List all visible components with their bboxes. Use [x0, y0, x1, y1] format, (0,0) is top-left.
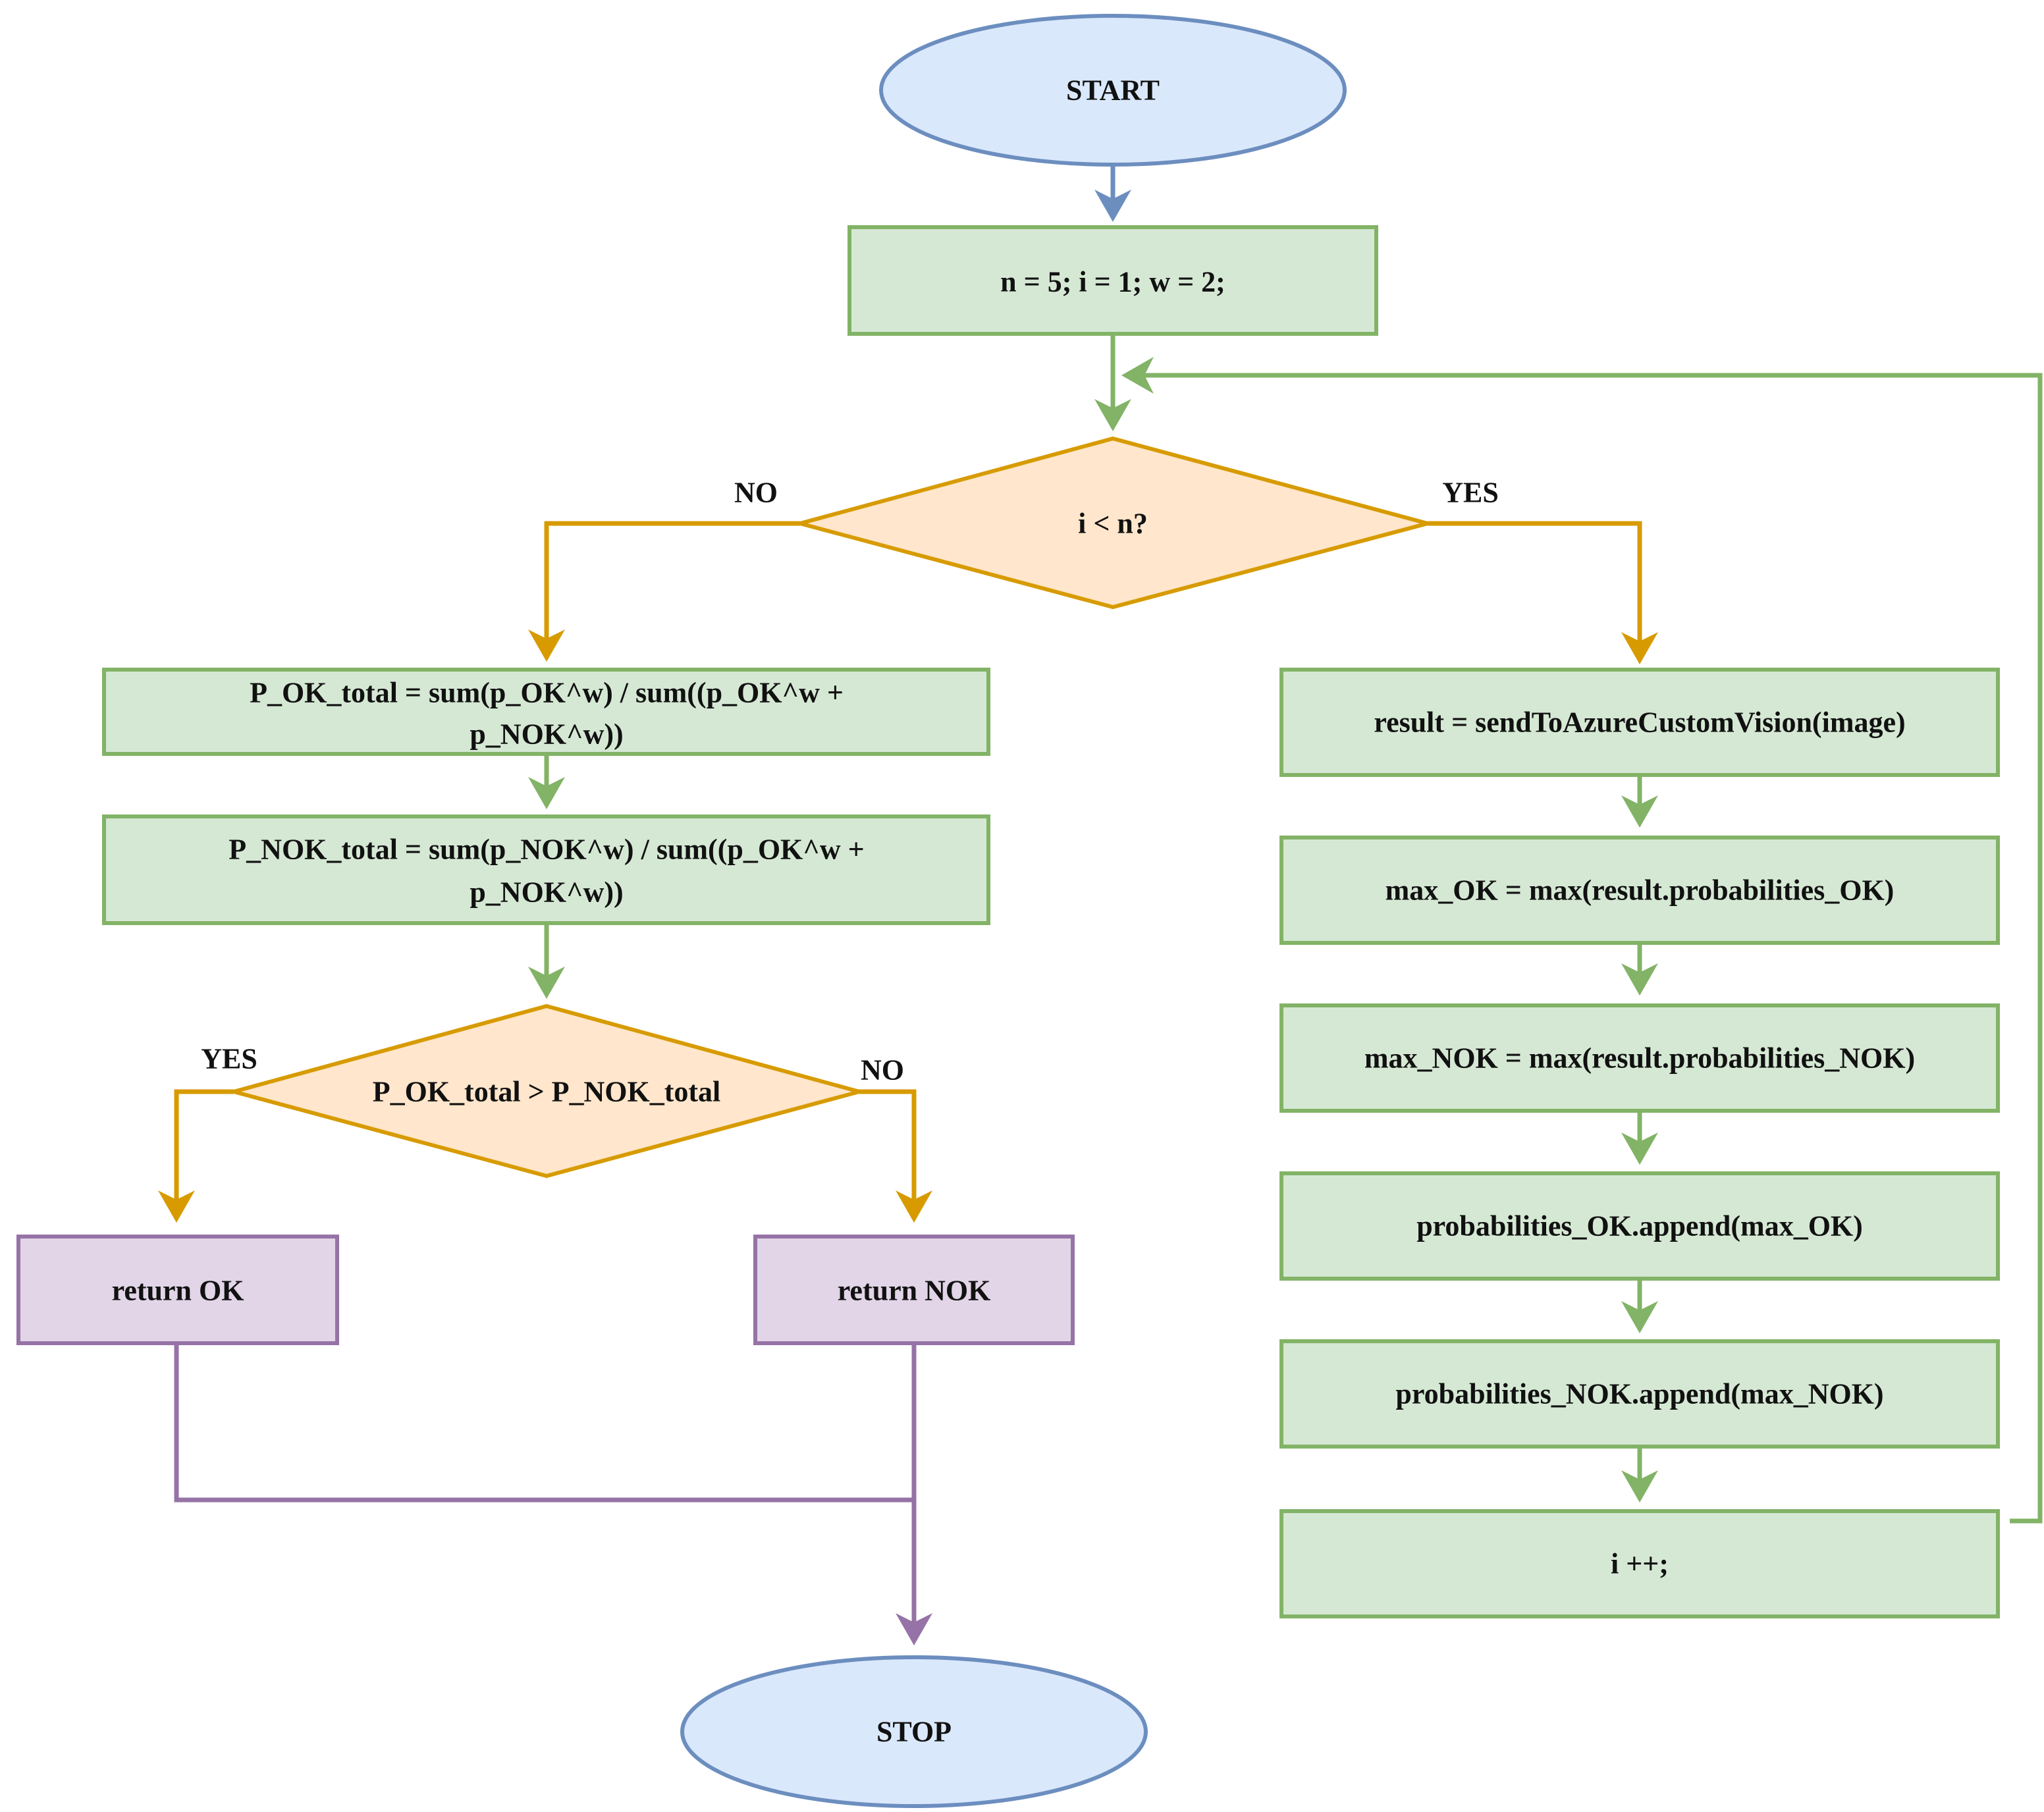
edge-label-loop-no: NO — [734, 477, 778, 509]
return-nok-label: return NOK — [838, 1275, 991, 1307]
max-nok-label: max_NOK = max(result.probabilities_NOK) — [1364, 1042, 1915, 1075]
p-nok-total-line2: p_NOK^w)) — [470, 876, 623, 909]
edge-label-compare-yes: YES — [201, 1043, 257, 1075]
arrow-compare-yes — [158, 1089, 234, 1223]
stop-label: STOP — [876, 1716, 952, 1748]
return-nok-node: return NOK — [753, 1235, 1075, 1345]
append-ok-node: probabilities_OK.append(max_OK) — [1279, 1171, 2000, 1281]
connectors — [158, 165, 2043, 1645]
p-ok-total-node: P_OK_total = sum(p_OK^w) / sum((p_OK^w +… — [102, 668, 990, 756]
start-node: START — [879, 14, 1347, 167]
p-ok-total-line2: p_NOK^w)) — [470, 718, 623, 751]
init-node: n = 5; i = 1; w = 2; — [847, 225, 1378, 336]
start-label: START — [1066, 74, 1160, 107]
arrow-loop-back — [1121, 357, 2043, 1524]
loop-condition-label: i < n? — [1078, 508, 1148, 540]
max-nok-node: max_NOK = max(result.probabilities_NOK) — [1279, 1003, 2000, 1113]
append-nok-label: probabilities_NOK.append(max_NOK) — [1395, 1378, 1883, 1410]
loop-condition-node: i < n? — [792, 436, 1436, 610]
edge-label-compare-no: NO — [861, 1054, 904, 1086]
increment-node: i ++; — [1279, 1509, 2000, 1618]
max-ok-label: max_OK = max(result.probabilities_OK) — [1385, 874, 1895, 907]
arrow-condition-yes — [1428, 521, 1658, 664]
p-nok-total-line1: P_NOK_total = sum(p_NOK^w) / sum((p_OK^w… — [229, 834, 864, 866]
append-ok-label: probabilities_OK.append(max_OK) — [1416, 1210, 1863, 1242]
return-ok-node: return OK — [16, 1235, 339, 1345]
append-nok-node: probabilities_NOK.append(max_NOK) — [1279, 1339, 2000, 1449]
increment-label: i ++; — [1611, 1548, 1669, 1580]
p-ok-total-line1: P_OK_total = sum(p_OK^w) / sum((p_OK^w + — [250, 677, 844, 709]
arrow-condition-no — [528, 521, 800, 662]
p-nok-total-node: P_NOK_total = sum(p_NOK^w) / sum((p_OK^w… — [102, 814, 990, 925]
edge-label-loop-yes: YES — [1442, 477, 1499, 509]
send-label: result = sendToAzureCustomVision(image) — [1374, 706, 1905, 739]
stop-node: STOP — [680, 1655, 1148, 1808]
return-ok-label: return OK — [112, 1275, 244, 1307]
send-node: result = sendToAzureCustomVision(image) — [1279, 668, 2000, 777]
arrow-compare-no — [859, 1089, 932, 1223]
compare-node: P_OK_total > P_NOK_total — [226, 1003, 867, 1179]
arrow-return-ok-to-merge — [174, 1345, 914, 1503]
max-ok-node: max_OK = max(result.probabilities_OK) — [1279, 836, 2000, 945]
init-label: n = 5; i = 1; w = 2; — [1000, 266, 1225, 298]
compare-label: P_OK_total > P_NOK_total — [373, 1076, 721, 1108]
